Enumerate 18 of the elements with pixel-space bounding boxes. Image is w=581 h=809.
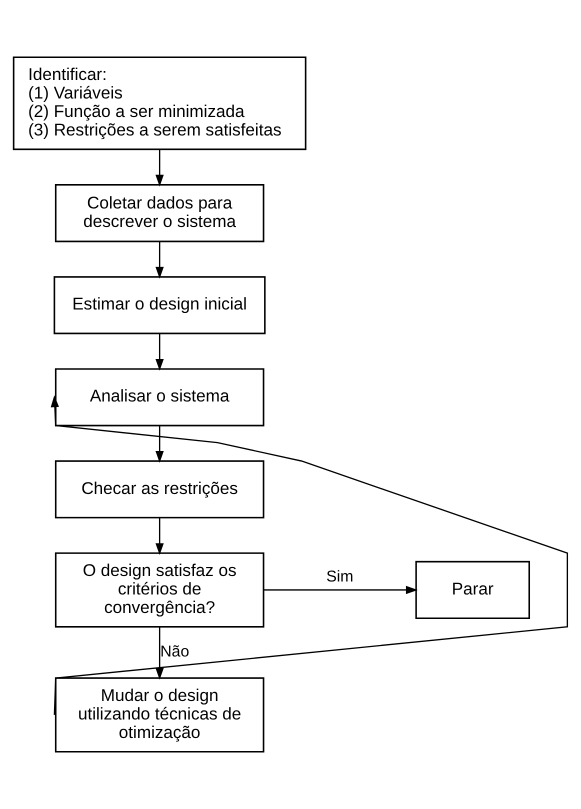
arrow: [155, 334, 164, 371]
arrow: [50, 395, 568, 715]
node-box: Coletar dados para descrever o sistema: [54, 184, 264, 242]
arrow: [155, 518, 164, 556]
node-box: Mudar o design utilizando técnicas de otimização: [54, 677, 264, 753]
arrow: [155, 242, 164, 279]
node-box: Identificar: (1) Variáveis (2) Função a ser minimizada (3) Restrições a serem satisfeitas: [12, 56, 306, 150]
node-box: Parar: [415, 560, 530, 620]
arrow: [155, 627, 164, 680]
node-box: Analisar o sistema: [54, 368, 264, 426]
node-box: O design satisfaz os critérios de convergência?: [54, 552, 264, 628]
edge-label: Sim: [326, 568, 354, 586]
edge-label: Não: [160, 644, 190, 661]
arrow: [155, 426, 164, 463]
node-box: Estimar o design inicial: [54, 276, 266, 334]
node-box: Checar as restrições: [54, 460, 264, 518]
arrow: [264, 586, 418, 594]
arrow: [155, 149, 164, 187]
